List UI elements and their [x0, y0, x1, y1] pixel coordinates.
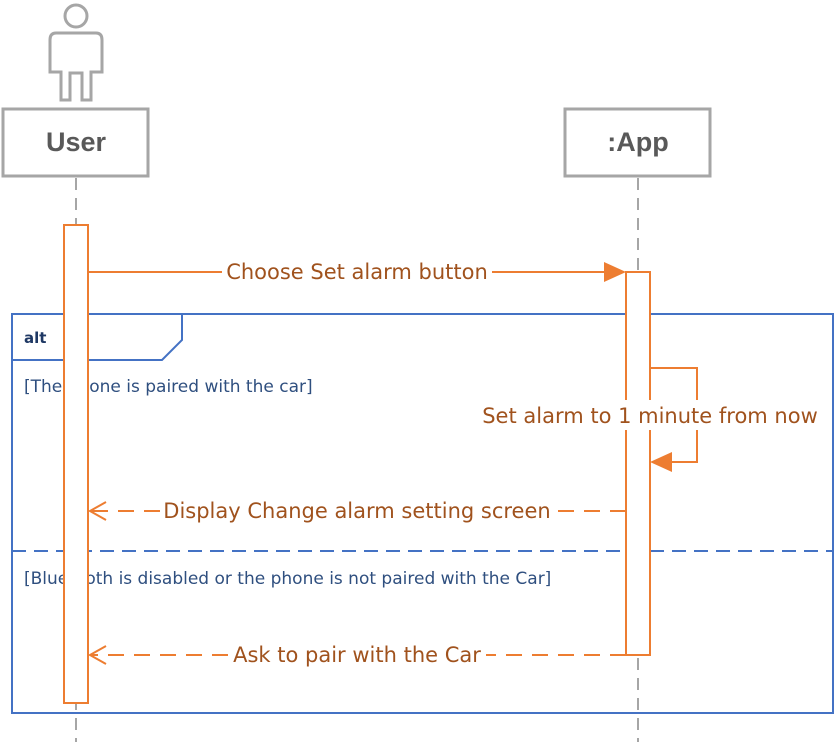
lifeline-head-app[interactable]: :App: [563, 107, 712, 178]
message-set-alarm-self: Set alarm to 1 minute from now: [476, 367, 826, 472]
alt-operator: alt: [24, 329, 46, 347]
message-display-change-screen: Display Change alarm setting screen: [87, 499, 626, 523]
lifeline-head-user[interactable]: User: [1, 107, 150, 178]
alt-guard-2: [Bluetooth is disabled or the phone is n…: [24, 569, 551, 589]
arrowhead-open: [87, 501, 107, 521]
arrowhead-filled: [650, 452, 672, 472]
lifeline-label-user: User: [46, 127, 107, 157]
arrowhead-filled: [604, 262, 626, 282]
activation-app: [625, 271, 651, 656]
activation-user: [63, 224, 89, 704]
message-label: Set alarm to 1 minute from now: [482, 404, 818, 428]
alt-frame: alt [The phone is paired with the car] […: [11, 313, 834, 714]
message-label: Choose Set alarm button: [226, 260, 488, 284]
person-icon: [48, 3, 104, 102]
message-label: Ask to pair with the Car: [233, 643, 481, 667]
arrowhead-open: [87, 645, 107, 665]
lifeline-label-app: :App: [607, 127, 668, 157]
message-label: Display Change alarm setting screen: [163, 499, 550, 523]
alt-guard-1: [The phone is paired with the car]: [24, 377, 313, 397]
alt-frame-tab: [12, 313, 183, 361]
message-ask-to-pair: Ask to pair with the Car: [87, 643, 626, 667]
message-choose-set-alarm: Choose Set alarm button: [88, 260, 626, 284]
